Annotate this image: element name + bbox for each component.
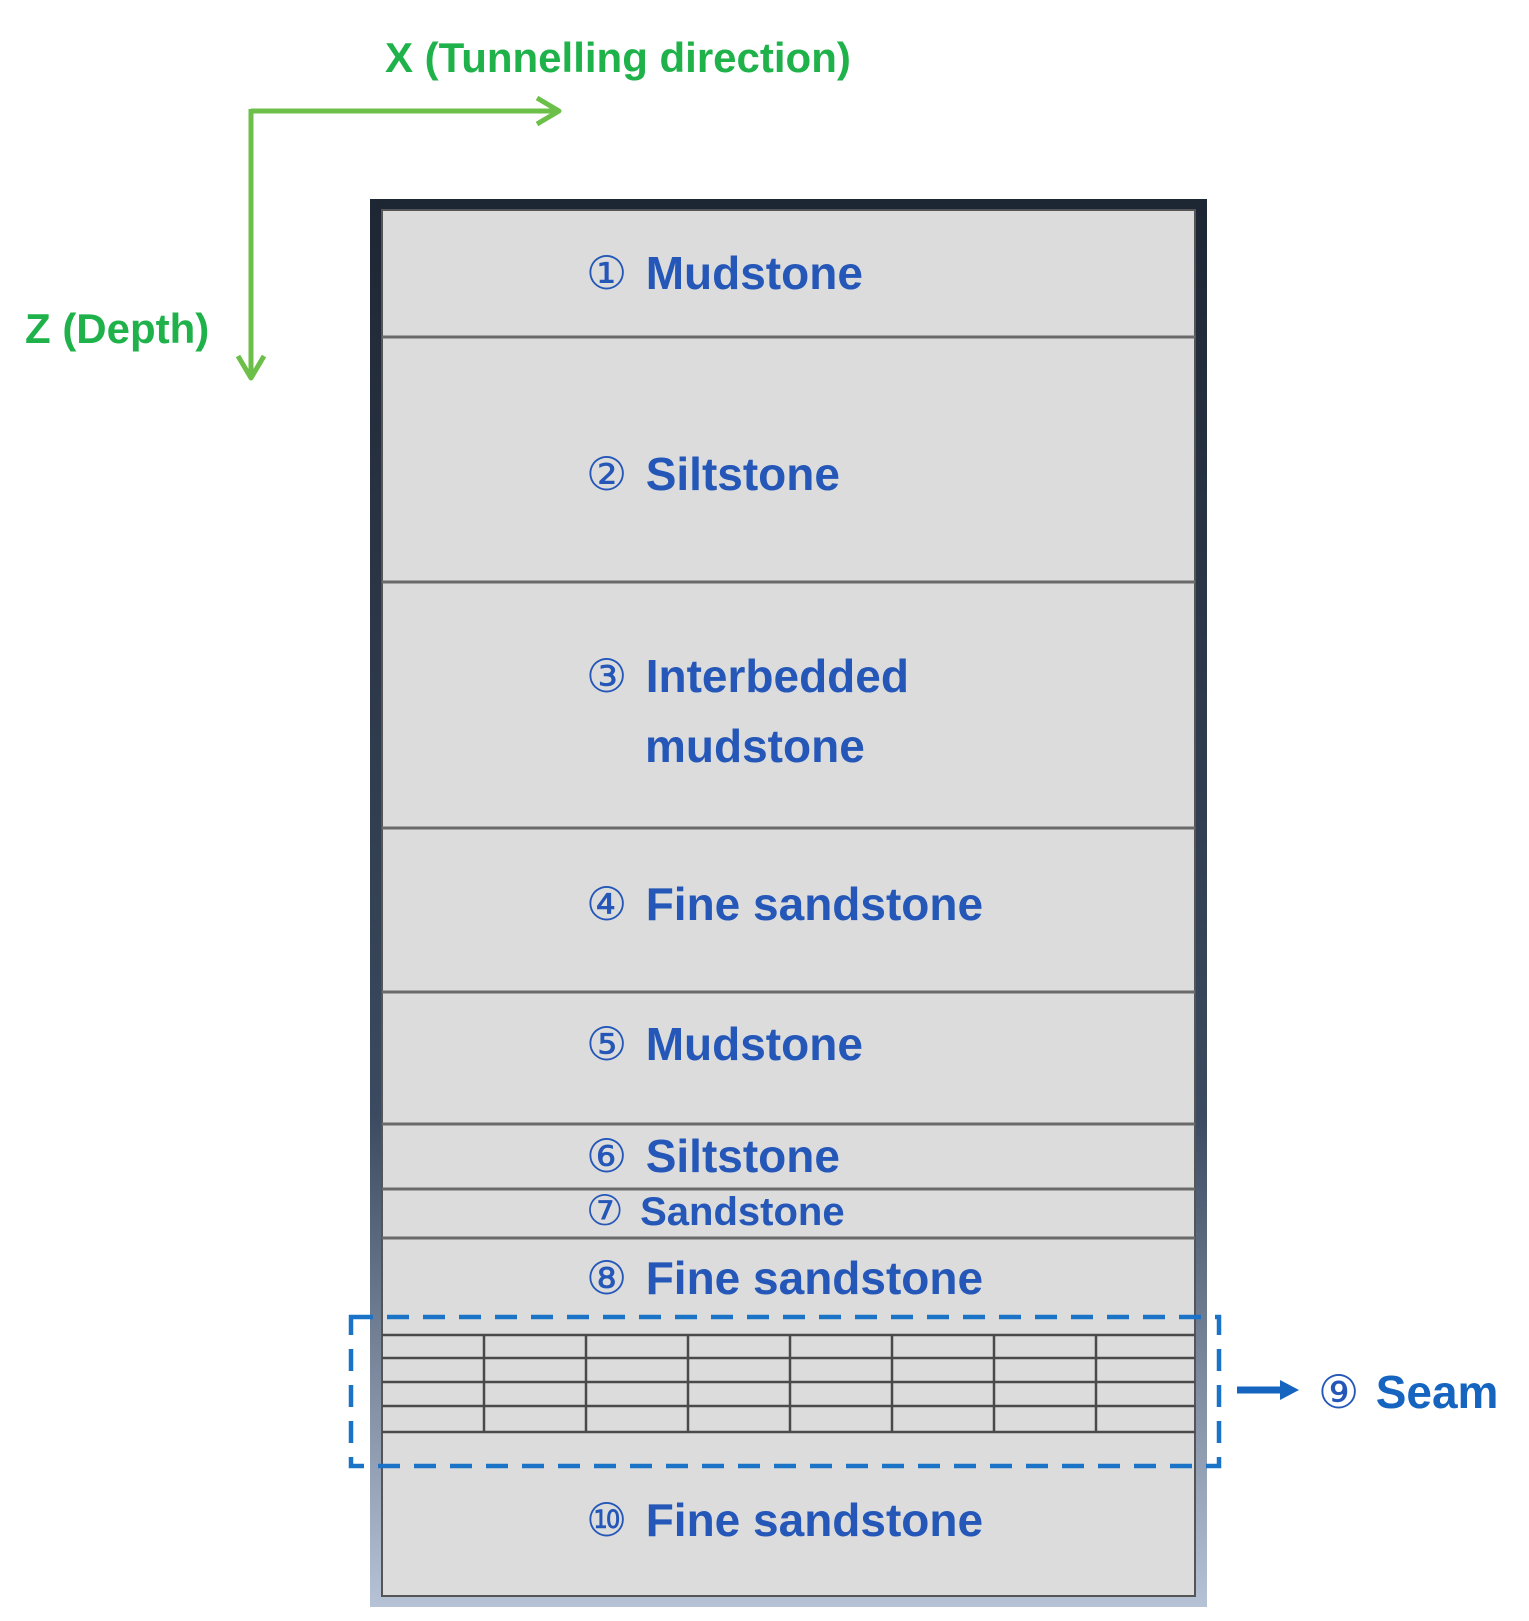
layer-name: Fine sandstone (646, 1252, 983, 1304)
layer-label-1: ① Mudstone (586, 246, 863, 300)
layer-number: ⑩ (586, 1493, 627, 1547)
layer-label-2: ② Siltstone (586, 447, 840, 501)
seam-arrow (1237, 1380, 1299, 1400)
x-axis-label: X (Tunnelling direction) (385, 34, 851, 81)
layer-number: ④ (586, 877, 627, 931)
layer-number: ① (586, 246, 627, 300)
layer-number: ⑦ (586, 1186, 624, 1235)
layer-name: Mudstone (646, 1018, 863, 1070)
layer-number: ⑤ (586, 1017, 627, 1071)
layer-label-5: ⑤ Mudstone (586, 1017, 863, 1071)
layer-label-7: ⑦ Sandstone (586, 1186, 845, 1235)
layer-name: Sandstone (640, 1190, 844, 1234)
layer-name-line2: mudstone (645, 720, 865, 772)
z-axis-arrowhead (235, 354, 267, 381)
layer-label-4: ④ Fine sandstone (586, 877, 983, 931)
layer-number: ③ (586, 649, 627, 703)
seam-name: Seam (1376, 1366, 1499, 1418)
model-inner (381, 209, 1196, 1597)
layer-boundaries (382, 335, 1195, 1240)
seam-label: ⑨ Seam (1318, 1365, 1498, 1419)
layer-number: ② (586, 447, 627, 501)
x-axis-arrowhead (535, 95, 562, 127)
layer-label-10: ⑩ Fine sandstone (586, 1493, 983, 1547)
layer-name: Fine sandstone (646, 1494, 983, 1546)
seam-grid (382, 1333, 1195, 1434)
layer-name: Siltstone (646, 448, 840, 500)
layer-name-line1: Interbedded (646, 650, 909, 702)
axis-arrows (235, 95, 562, 381)
seam-highlight-box (348, 1314, 1222, 1469)
layer-label-8: ⑧ Fine sandstone (586, 1251, 983, 1305)
layer-label-6: ⑥ Siltstone (586, 1129, 840, 1183)
layer-label-3: ③ Interbedded (586, 649, 909, 703)
layer-name: Mudstone (646, 247, 863, 299)
layer-name: Fine sandstone (646, 878, 983, 930)
z-axis-label: Z (Depth) (25, 305, 209, 352)
layer-number: ⑧ (586, 1251, 627, 1305)
seam-arrowhead (1280, 1380, 1299, 1400)
layer-number: ⑥ (586, 1129, 627, 1183)
seam-number: ⑨ (1318, 1365, 1359, 1419)
layer-name: Siltstone (646, 1130, 840, 1182)
